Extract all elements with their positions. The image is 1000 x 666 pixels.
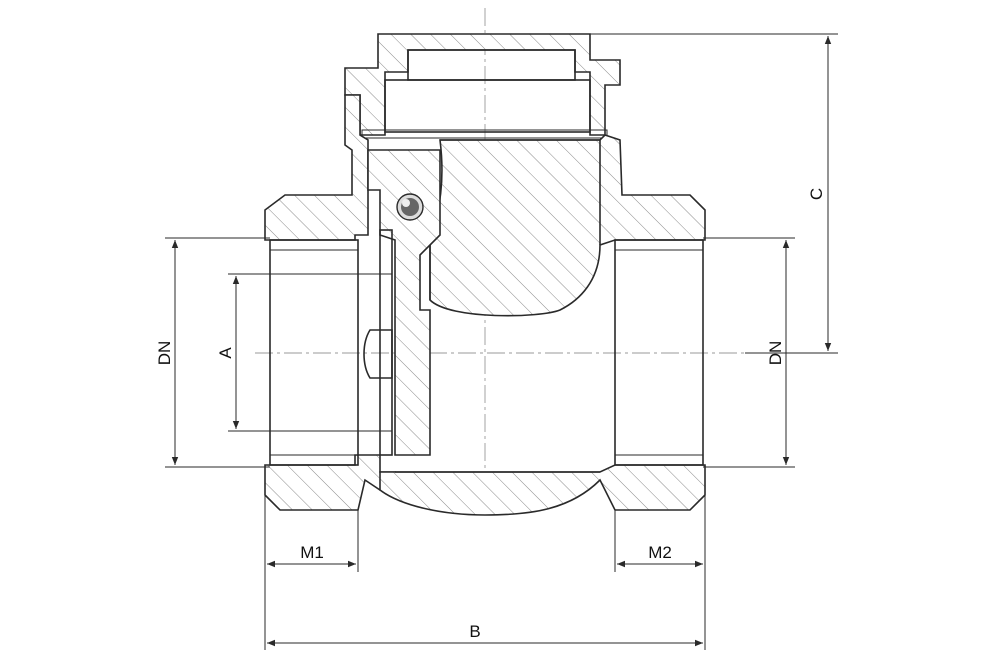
bonnet: [344, 33, 621, 139]
label-m1: M1: [300, 543, 324, 562]
valve-body: [264, 94, 706, 516]
dim-b: B: [267, 622, 703, 647]
dim-m1: M1: [264, 495, 359, 650]
label-m2: M2: [648, 543, 672, 562]
label-a: A: [216, 347, 235, 359]
dim-dn-left: DN: [155, 237, 270, 468]
label-c: C: [807, 188, 826, 200]
centerlines: [255, 8, 745, 515]
swing-disc: [363, 149, 441, 456]
dim-m2: M2: [614, 495, 706, 650]
label-dn-left: DN: [155, 341, 174, 366]
label-dn-right: DN: [766, 341, 785, 366]
dim-dn-right: DN: [703, 237, 795, 468]
label-b: B: [469, 622, 480, 641]
dim-c: C: [590, 33, 838, 354]
dim-a: A: [216, 273, 392, 432]
